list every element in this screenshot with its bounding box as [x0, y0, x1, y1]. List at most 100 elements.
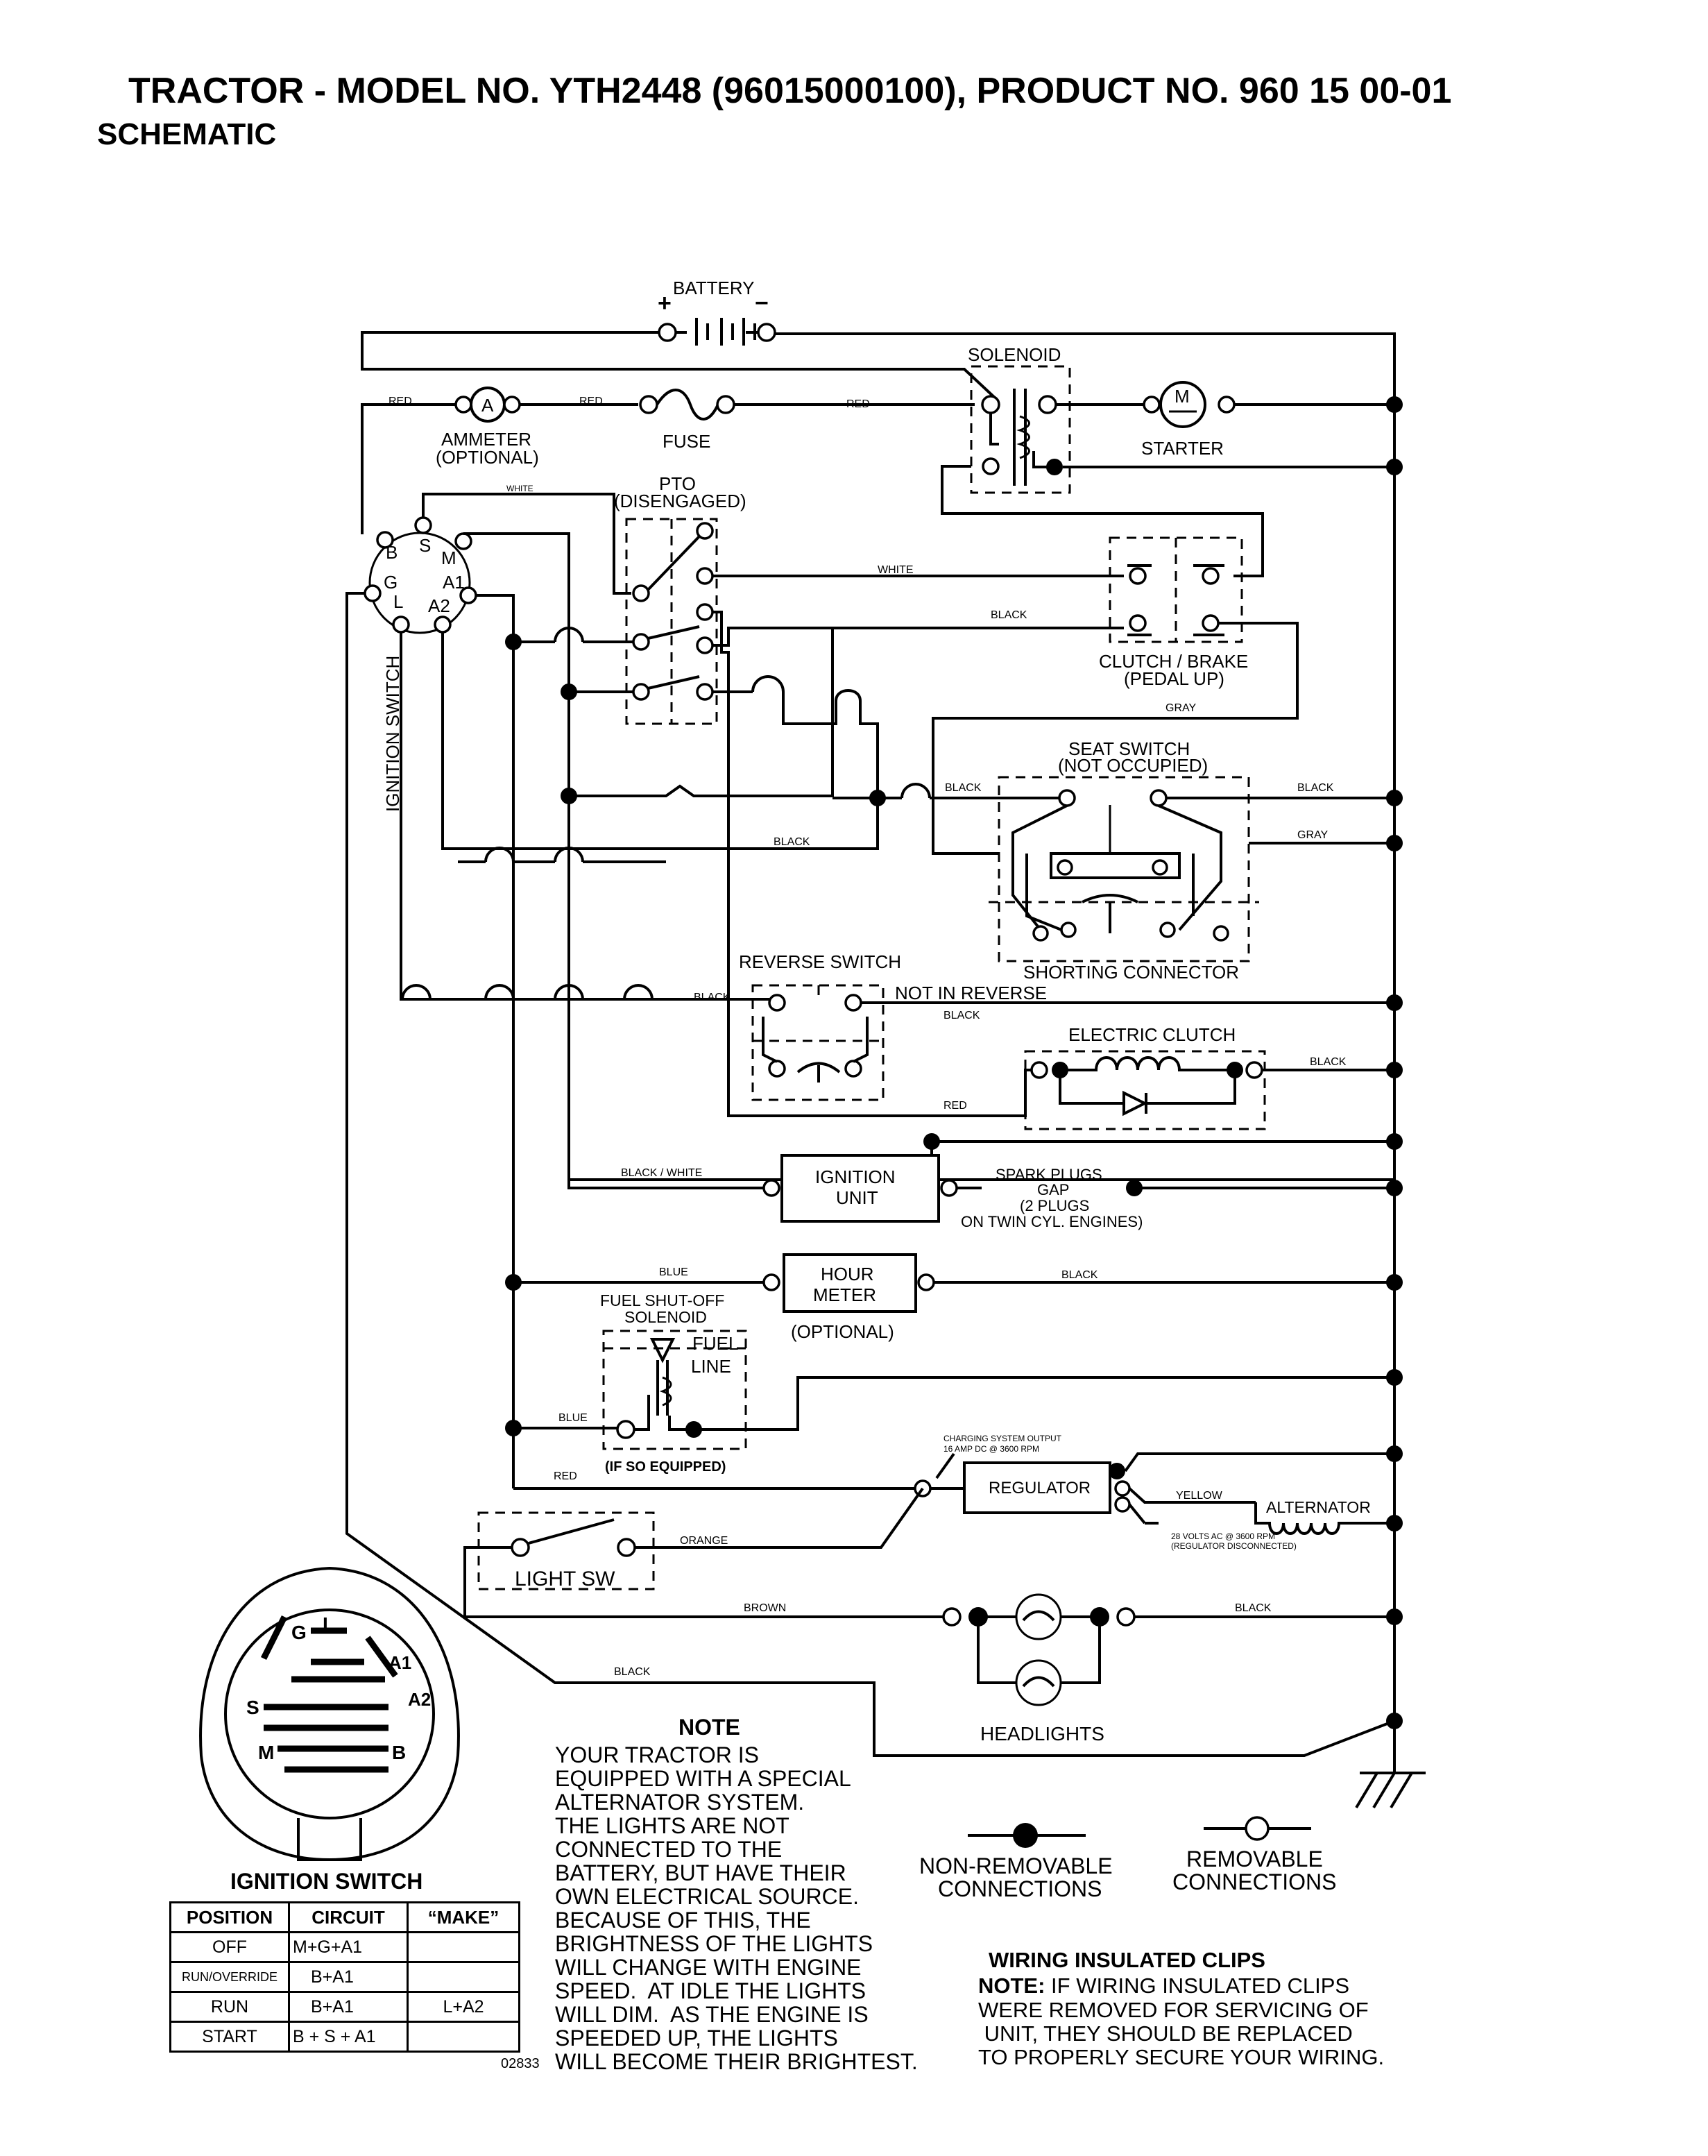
solenoid-label: SOLENOID: [968, 344, 1061, 365]
page-title: TRACTOR - MODEL NO. YTH2448 (96015000100…: [128, 71, 1451, 111]
clutch-brake-state: (PEDAL UP): [1124, 668, 1224, 689]
fuel-solenoid-label-1: FUEL SHUT-OFF: [600, 1291, 724, 1309]
wire-black-label-5: BLACK: [694, 992, 731, 1003]
wire-clutch-red: [727, 819, 1032, 1117]
electric-clutch: ELECTRIC CLUTCH: [1024, 1024, 1266, 1130]
cell-position: RUN: [169, 1991, 290, 2023]
spark-label-3: (2 PLUGS: [1020, 1197, 1089, 1214]
hour-meter-label-2: METER: [813, 1284, 876, 1305]
face-label-a1: A1: [388, 1652, 411, 1673]
clips-line-2: WERE REMOVED FOR SERVICING OF: [978, 1998, 1369, 2022]
face-label-g: G: [291, 1622, 307, 1643]
wire-red-2: RED: [579, 396, 603, 407]
terminal-b: B: [386, 542, 398, 563]
seat-switch: SEAT SWITCH (NOT OCCUPIED) SHORTING CONN…: [989, 738, 1394, 983]
col-make: “MAKE”: [407, 1901, 520, 1933]
seat-switch-state: (NOT OCCUPIED): [1058, 755, 1208, 776]
clips-line-4: TO PROPERLY SECURE YOUR WIRING.: [978, 2045, 1385, 2069]
wire-black-label-9: BLACK: [1235, 1602, 1272, 1614]
wire-white-label-1: WHITE: [506, 484, 533, 493]
hour-meter: HOUR METER (OPTIONAL): [762, 1253, 935, 1342]
table-row: RUN B+A1 L+A2: [169, 1991, 520, 2023]
terminal-g: G: [384, 572, 398, 593]
cell-circuit: B+A1: [288, 1961, 409, 1993]
ground-symbol: [1355, 1693, 1426, 1809]
starter: M STARTER: [1141, 381, 1394, 459]
face-label-l: L: [323, 1613, 334, 1635]
charging-label-2: 16 AMP DC @ 3600 RPM: [943, 1444, 1039, 1454]
ignition-switch-title: IGNITION SWITCH: [230, 1869, 422, 1894]
fuel-if-equipped: (IF SO EQUIPPED): [605, 1459, 726, 1475]
wire-white-label-2: WHITE: [878, 564, 914, 576]
light-switch: LIGHT SW: [477, 1511, 655, 1590]
wire-red-label-5: RED: [554, 1470, 577, 1482]
figure-code: 02833: [501, 2056, 540, 2071]
hour-meter-label-1: HOUR: [821, 1264, 874, 1284]
fuse-label: FUSE: [663, 431, 710, 452]
ammeter-label: AMMETER: [441, 429, 531, 450]
legend-non-removable-2: CONNECTIONS: [938, 1876, 1102, 1901]
wire-fuel-ground: [694, 1376, 1394, 1431]
col-position: POSITION: [169, 1901, 290, 1933]
ignition-switch-table: POSITION CIRCUIT “MAKE” OFF M+G+A1 RUN/O…: [169, 1901, 520, 2053]
wire-black-label-7: BLACK: [1310, 1056, 1347, 1068]
wire-orange-label: ORANGE: [680, 1535, 728, 1547]
ignition-unit-label-2: UNIT: [836, 1187, 878, 1208]
cell-circuit: M+G+A1: [288, 1931, 409, 1963]
cell-position: RUN/OVERRIDE: [169, 1961, 290, 1993]
terminal-a1: A1: [443, 572, 465, 593]
spark-label-2: GAP: [1037, 1181, 1069, 1198]
wire-brown: [463, 1546, 943, 1618]
wire-red-label-4: RED: [943, 1100, 967, 1112]
ammeter-symbol: A: [481, 395, 494, 416]
legend: NON-REMOVABLE CONNECTIONS REMOVABLE CONN…: [919, 1816, 1336, 1901]
alt-spec-1: 28 VOLTS AC @ 3600 RPM: [1171, 1531, 1275, 1541]
legend-removable-2: CONNECTIONS: [1172, 1869, 1336, 1894]
wire-red-1: RED: [388, 396, 412, 407]
fuse: FUSE: [639, 389, 735, 452]
wire-solenoid-coil: [941, 465, 1264, 577]
face-label-b: B: [392, 1742, 406, 1763]
clutch-brake-label: CLUTCH / BRAKE: [1099, 651, 1248, 672]
wire-a1-lead: [476, 594, 515, 1488]
reverse-switch-label: REVERSE SWITCH: [739, 951, 901, 972]
wire-g-lead: [345, 592, 1395, 1757]
cell-make: L+A2: [407, 1991, 520, 2023]
wire-orange: [635, 1487, 924, 1549]
fuel-shutoff-solenoid: FUEL SHUT-OFF SOLENOID FUEL LINE (IF SO …: [600, 1291, 747, 1475]
starter-label: STARTER: [1141, 438, 1224, 459]
battery-label: BATTERY: [673, 278, 755, 298]
cell-circuit: B+A1: [288, 1991, 409, 2023]
cell-make: [407, 1931, 520, 1963]
wire-black-label-8: BLACK: [1061, 1269, 1098, 1281]
battery: BATTERY + −: [361, 278, 998, 400]
starter-symbol: M: [1175, 386, 1190, 407]
solenoid: SOLENOID: [968, 344, 1145, 494]
alternator-label: ALTERNATOR: [1266, 1498, 1371, 1516]
ignition-switch-schematic: B S M G A1 L A2 IGNITION SWITCH: [364, 516, 477, 812]
legend-removable-1: REMOVABLE: [1186, 1847, 1323, 1871]
cell-circuit: B + S + A1: [288, 2021, 409, 2053]
wire-white-s: [422, 493, 631, 595]
hour-meter-optional: (OPTIONAL): [791, 1321, 894, 1342]
wire-black-label-3: BLACK: [945, 782, 982, 794]
col-circuit: CIRCUIT: [288, 1901, 409, 1933]
wire-blue-label-2: BLUE: [558, 1412, 588, 1424]
page-subtitle: SCHEMATIC: [97, 117, 276, 151]
wire-black-label-10: BLACK: [614, 1666, 651, 1678]
alternator: YELLOW ALTERNATOR 28 VOLTS AC @ 3600 RPM…: [1128, 1487, 1394, 1551]
wire-black-label-4: BLACK: [1297, 782, 1334, 794]
ground-bus: [775, 332, 1396, 1693]
wire-black-clutch: [712, 627, 1124, 647]
table-row: RUN/OVERRIDE B+A1: [169, 1961, 520, 1993]
clips-line-3: UNIT, THEY SHOULD BE REPLACED: [978, 2021, 1353, 2046]
terminal-m: M: [441, 548, 456, 568]
wire-black-label-6: BLACK: [943, 1010, 980, 1021]
wire-regulator-ground: [1124, 1452, 1394, 1472]
fuel-line-label-2: LINE: [691, 1356, 731, 1377]
cell-position: START: [169, 2021, 290, 2053]
terminal-s: S: [419, 535, 431, 556]
clutch-brake-switch: CLUTCH / BRAKE (PEDAL UP): [1099, 536, 1248, 689]
clips-note-label: NOTE:: [978, 1973, 1045, 1998]
battery-plus: +: [658, 290, 672, 316]
